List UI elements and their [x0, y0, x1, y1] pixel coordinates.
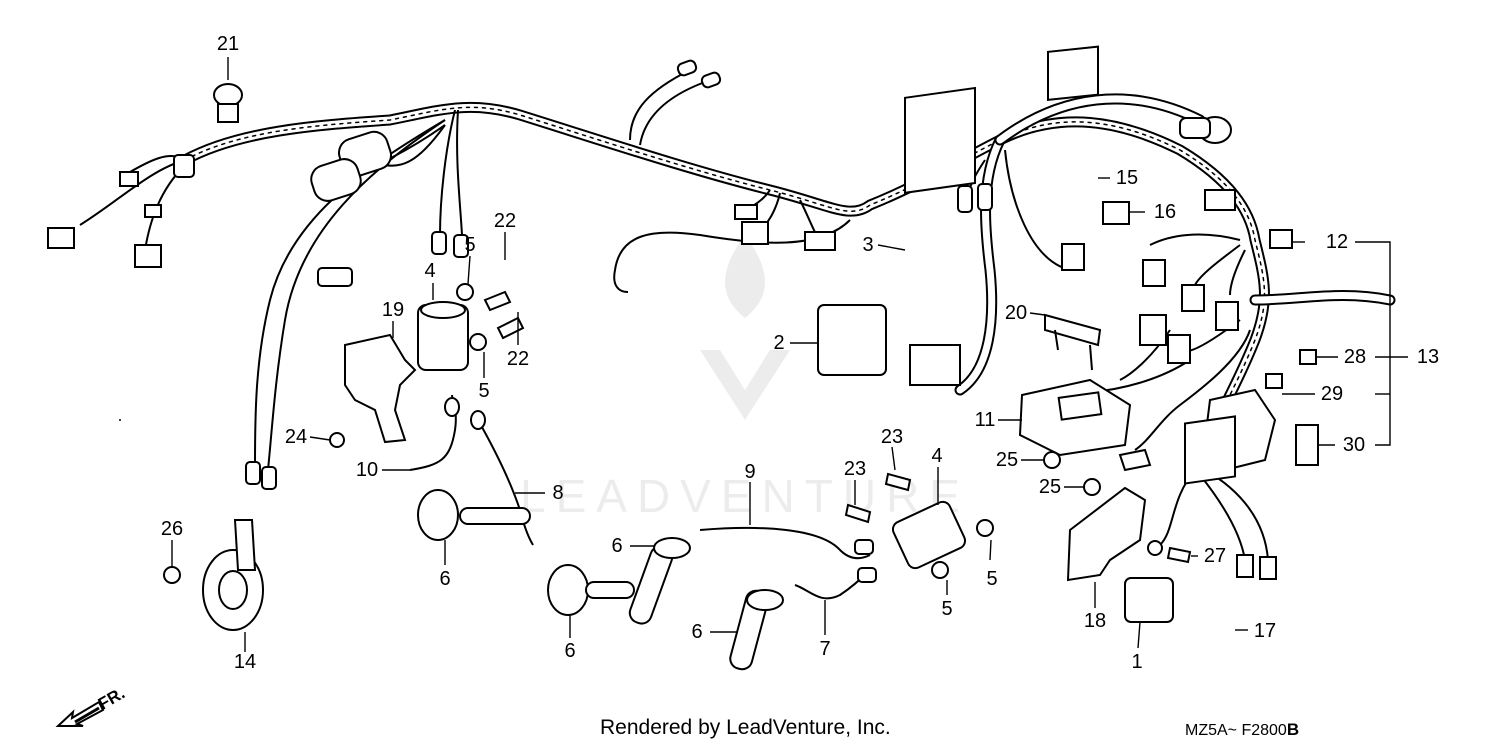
rubber-mount-2	[817, 304, 887, 376]
diagram-code: MZ5A~ F2800B	[1185, 720, 1299, 740]
tube-7	[794, 567, 877, 600]
fuse-box-connectors	[1061, 189, 1239, 331]
callout-13: 13	[1417, 346, 1439, 368]
callout-15: 15	[1116, 167, 1138, 189]
callout-17: 17	[1254, 620, 1276, 642]
callout-5-lower-left: 5	[478, 380, 489, 402]
nut-5	[456, 283, 994, 579]
leader-lines	[171, 57, 1408, 652]
cdi-unit-3	[904, 86, 976, 194]
callout-22-lower: 22	[507, 348, 529, 370]
callout-22-upper: 22	[494, 210, 516, 232]
relay-connectors-mid	[734, 204, 836, 251]
turn-signal-caps	[310, 130, 393, 202]
callout-29: 29	[1321, 383, 1343, 405]
callout-5-upper-left: 5	[464, 234, 475, 256]
callout-20: 20	[1005, 302, 1027, 324]
front-direction-arrow: FR.	[55, 684, 128, 727]
tube-10	[409, 394, 460, 471]
callout-6-b: 6	[564, 640, 575, 662]
callout-10: 10	[356, 459, 378, 481]
callout-4-left: 4	[424, 260, 435, 282]
stray-dot	[119, 419, 121, 421]
fuse-12	[1269, 229, 1293, 249]
callout-4-right: 4	[931, 445, 942, 467]
coupler-end	[1179, 116, 1232, 144]
callout-8: 8	[552, 482, 563, 504]
callout-19: 19	[382, 299, 404, 321]
arrow-left-icon	[55, 700, 105, 727]
callout-5-right: 5	[986, 568, 997, 590]
callout-24: 24	[285, 426, 307, 448]
callout-16: 16	[1154, 201, 1176, 223]
callout-30: 30	[1343, 434, 1365, 456]
callout-1: 1	[1131, 651, 1142, 673]
callout-6-c: 6	[611, 535, 622, 557]
callout-5-bottom: 5	[941, 598, 952, 620]
fuses-28-29-30	[1265, 349, 1319, 466]
regulator-connectors	[1139, 314, 1191, 364]
callout-25-upper: 25	[996, 449, 1018, 471]
callout-25-lower: 25	[1039, 476, 1061, 498]
condenser-4a	[417, 301, 469, 371]
callout-3: 3	[862, 234, 873, 256]
cdi-connector	[909, 344, 961, 386]
rubber-cover-1	[1124, 577, 1174, 623]
callout-labels: 21 22 22 5 5 5 5 4 4 19 24 10 8 6 6 6 6 …	[161, 33, 1439, 673]
bolt-27	[1166, 546, 1192, 564]
callout-21: 21	[217, 33, 239, 55]
callout-26: 26	[161, 518, 183, 540]
callout-11: 11	[975, 409, 996, 431]
bracket-18	[1066, 486, 1147, 582]
bolt-22	[483, 290, 525, 340]
callout-12: 12	[1326, 231, 1348, 253]
connector-plug	[317, 267, 353, 287]
callout-9: 9	[744, 461, 755, 483]
callout-2: 2	[773, 332, 784, 354]
bracket-20	[1044, 313, 1102, 371]
callout-7: 7	[819, 638, 830, 660]
callout-6-d: 6	[691, 621, 702, 643]
nut-24	[329, 432, 345, 448]
callout-23-upper: 23	[881, 426, 903, 448]
credit-text: Rendered by LeadVenture, Inc.	[600, 716, 891, 739]
turn-signal-relay-17	[1184, 415, 1236, 485]
coupler-bottom-right	[1236, 554, 1277, 580]
nuts-25	[1043, 451, 1101, 496]
stay-19	[344, 333, 417, 444]
regulator-11	[1018, 378, 1132, 457]
horn-14	[202, 519, 264, 631]
callout-6-a: 6	[439, 568, 450, 590]
bolts-23	[844, 472, 912, 524]
callout-18: 18	[1084, 610, 1106, 632]
band-clamp-21	[213, 83, 243, 123]
relay-15	[1047, 45, 1099, 101]
harness-connectors-left	[47, 154, 195, 268]
tube-9	[699, 526, 874, 560]
callout-14: 14	[234, 651, 256, 673]
rubber-grommets-6	[417, 489, 784, 671]
spade-terminals	[245, 59, 993, 490]
bolt-26	[163, 566, 181, 584]
relay-16	[1102, 201, 1130, 225]
callout-23-lower: 23	[844, 458, 866, 480]
condenser-4b	[891, 500, 967, 570]
diagram-code-text: MZ5A~ F2800	[1185, 722, 1287, 739]
callout-28: 28	[1344, 346, 1366, 368]
ground-terminal	[1118, 448, 1163, 556]
diagram-code-suffix: B	[1286, 720, 1300, 739]
callout-27: 27	[1204, 545, 1226, 567]
